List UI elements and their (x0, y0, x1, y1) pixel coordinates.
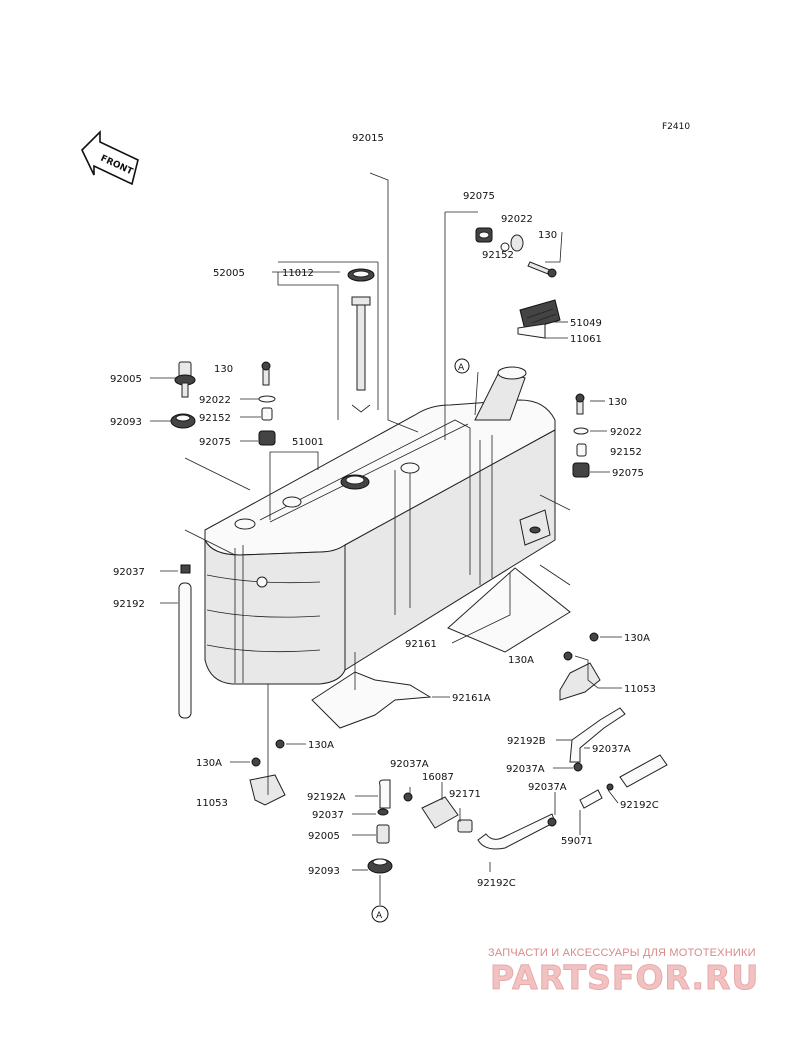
callout-51001: 51001 (292, 437, 324, 448)
bracket-11053-right (559, 632, 601, 701)
callout-59071: 59071 (561, 836, 593, 847)
callout-92075: 92075 (612, 468, 644, 479)
ref-mark-a-top: A (454, 358, 470, 374)
watermark: ЗАПЧАСТИ И АКСЕССУАРЫ ДЛЯ МОТОТЕХНИКИ PA… (488, 947, 788, 995)
svg-text:A: A (458, 363, 465, 373)
callout-92037A: 92037A (528, 782, 567, 793)
fuel-tank-51001 (204, 366, 556, 685)
callout-130: 130 (538, 230, 557, 241)
callout-92022: 92022 (501, 214, 533, 225)
callout-92075: 92075 (199, 437, 231, 448)
callout-130A: 130A (196, 758, 222, 769)
callout-130: 130 (214, 364, 233, 375)
callout-92037A: 92037A (592, 744, 631, 755)
leader-lines (150, 172, 622, 905)
callout-130: 130 (608, 397, 627, 408)
mount-hardware-top-right (475, 227, 557, 278)
fuel-pump-assembly (367, 707, 668, 874)
callout-92005: 92005 (308, 831, 340, 842)
callout-130A: 130A (624, 633, 650, 644)
callout-92192C: 92192C (477, 878, 516, 889)
label-plate-51049 (517, 299, 561, 339)
callout-92037: 92037 (312, 810, 344, 821)
callout-92037: 92037 (113, 567, 145, 578)
callout-92005: 92005 (110, 374, 142, 385)
callout-92022: 92022 (199, 395, 231, 406)
svg-text:A: A (376, 911, 383, 921)
callout-92037A: 92037A (390, 759, 429, 770)
callout-92093: 92093 (308, 866, 340, 877)
watermark-logo: PARTSFOR.RU (490, 958, 760, 997)
watermark-caption: ЗАПЧАСТИ И АКСЕССУАРЫ ДЛЯ МОТОТЕХНИКИ (488, 947, 756, 959)
callout-92161: 92161 (405, 639, 437, 650)
callout-130A: 130A (508, 655, 534, 666)
fuel-gauge-52005 (347, 268, 375, 413)
pad-92161 (447, 567, 571, 653)
callout-92075: 92075 (463, 191, 495, 202)
bracket-11053-left (249, 739, 286, 806)
figure-code: F2410 (662, 122, 690, 132)
callout-130A: 130A (308, 740, 334, 751)
callout-92152: 92152 (482, 250, 514, 261)
ref-mark-a-bottom: A (371, 905, 389, 923)
callout-11053: 11053 (196, 798, 228, 809)
callout-11012: 11012 (282, 268, 314, 279)
hose-92192 (178, 564, 192, 719)
callout-92015: 92015 (352, 133, 384, 144)
callout-51049: 51049 (570, 318, 602, 329)
pad-92161A (311, 671, 432, 729)
front-arrow: FRONT (81, 130, 139, 186)
callout-92093: 92093 (110, 417, 142, 428)
callout-92192: 92192 (113, 599, 145, 610)
callout-16087: 16087 (422, 772, 454, 783)
callout-11053: 11053 (624, 684, 656, 695)
callout-92037A: 92037A (506, 764, 545, 775)
callout-92192A: 92192A (307, 792, 346, 803)
callout-labels: 92015 92075 92022 130 92152 52005 11012 … (110, 133, 659, 889)
callout-11061: 11061 (570, 334, 602, 345)
callout-92161A: 92161A (452, 693, 491, 704)
callout-92152: 92152 (610, 447, 642, 458)
callout-52005: 52005 (213, 268, 245, 279)
callout-92022: 92022 (610, 427, 642, 438)
mount-hardware-right (572, 393, 590, 478)
callout-92152: 92152 (199, 413, 231, 424)
callout-92192C: 92192C (620, 800, 659, 811)
callout-92192B: 92192B (507, 736, 546, 747)
callout-92171: 92171 (449, 789, 481, 800)
